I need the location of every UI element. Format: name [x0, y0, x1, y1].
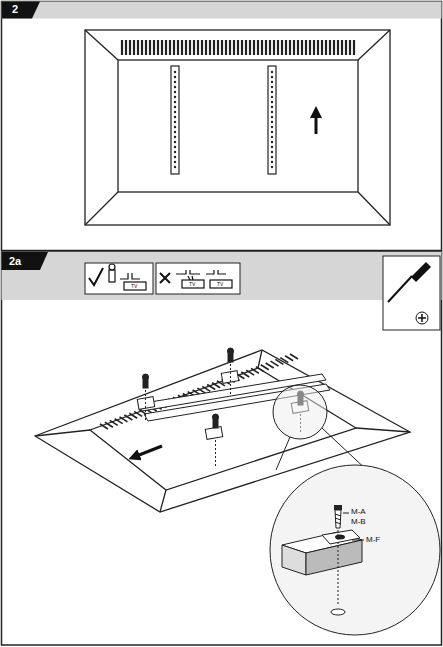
- direction-arrow: [315, 112, 318, 134]
- do-dont-icons: [85, 263, 240, 294]
- screwdriver-icon: [383, 256, 440, 330]
- part-label: M-A: [351, 508, 366, 516]
- brackets: [137, 371, 330, 440]
- vent-slots: [122, 40, 354, 55]
- header-band: [2, 252, 442, 300]
- step-tab: [2, 252, 49, 270]
- icon-text: TV: [131, 284, 137, 289]
- icon-text: TV: [189, 282, 195, 287]
- step-tab: [2, 2, 41, 19]
- direction-arrow: [134, 446, 162, 457]
- step-number: 2a: [9, 256, 21, 267]
- rail-holes: [174, 71, 273, 168]
- vent-slots: [100, 354, 298, 429]
- header-band: [2, 2, 442, 19]
- part-label: M-B: [351, 518, 366, 526]
- tv-back: [85, 30, 390, 225]
- part-label: M-F: [366, 536, 380, 544]
- detail-callout: [270, 385, 440, 635]
- panel-frame: [2, 2, 442, 251]
- mounting-rails: [171, 66, 276, 174]
- icon-text: TV: [217, 282, 223, 287]
- panel-frame: [2, 252, 442, 645]
- step-number: 2: [12, 4, 18, 15]
